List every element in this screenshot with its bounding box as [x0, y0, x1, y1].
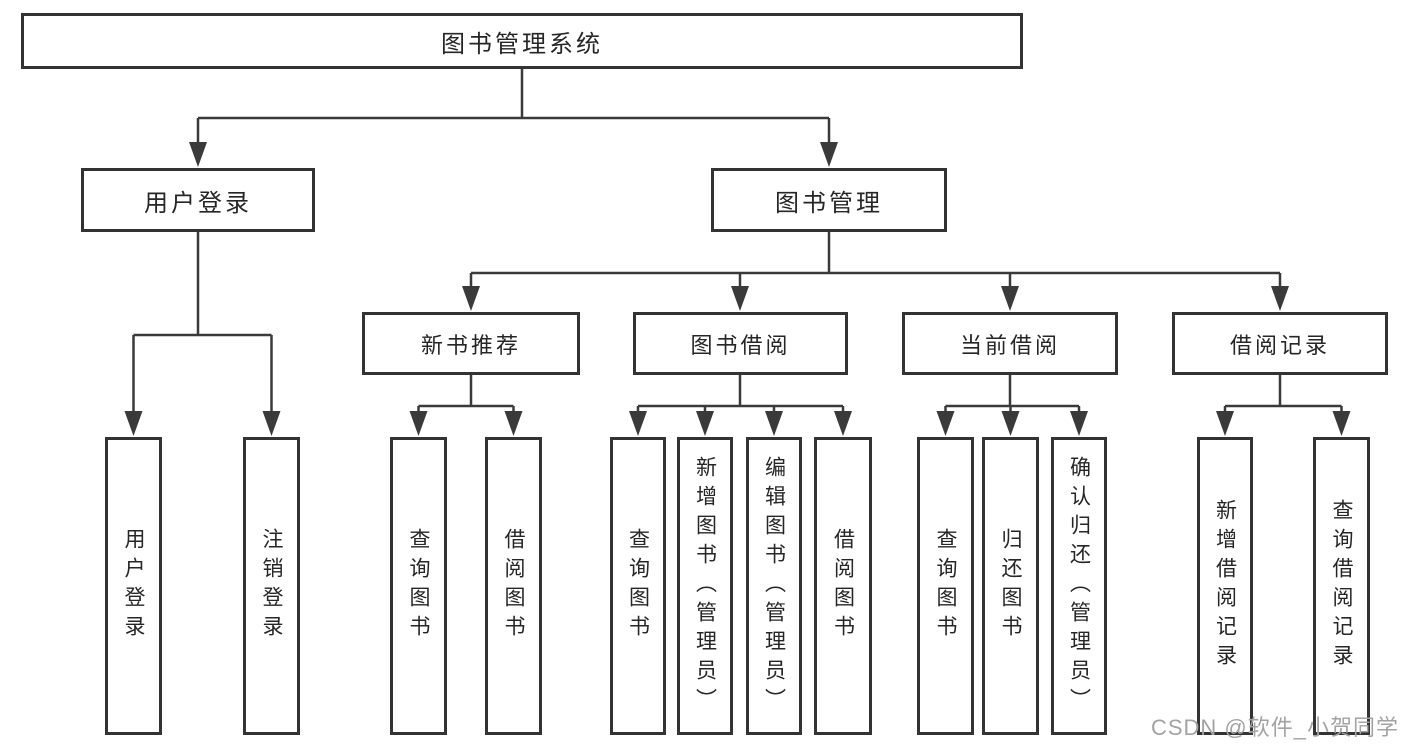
leaf-borrow-books-1: 借阅图书 — [485, 437, 542, 735]
node-root: 图书管理系统 — [21, 13, 1023, 69]
node-book-borrowing-label: 图书借阅 — [690, 332, 791, 358]
arrow-down-icon — [834, 411, 852, 436]
arrow-down-icon — [1216, 411, 1234, 436]
leaf-borrow-books-2-label: 借阅图书 — [831, 528, 855, 644]
arrow-down-icon — [629, 411, 647, 436]
arrow-down-icon — [1070, 411, 1088, 436]
node-user-login: 用户登录 — [81, 168, 315, 232]
leaf-return-book-label: 归还图书 — [999, 528, 1022, 644]
leaf-query-books-3: 查询图书 — [917, 437, 974, 735]
leaf-query-books-2-label: 查询图书 — [626, 528, 650, 644]
leaf-add-borrow-record: 新增借阅记录 — [1197, 437, 1253, 735]
node-current-borrowing: 当前借阅 — [902, 312, 1118, 375]
connector-book-management-children — [469, 232, 1282, 287]
node-book-management-label: 图书管理 — [775, 189, 883, 217]
connector-root-to-level2 — [196, 69, 831, 143]
leaf-add-book-admin-label: 新增图书（管理员） — [693, 455, 717, 717]
arrow-down-icon — [1001, 286, 1019, 311]
arrow-down-icon — [504, 411, 523, 436]
arrow-down-icon — [189, 142, 207, 167]
arrow-down-icon — [462, 286, 480, 311]
node-borrowing-records-label: 借阅记录 — [1229, 332, 1330, 358]
leaf-add-borrow-record-label: 新增借阅记录 — [1213, 499, 1237, 673]
leaf-confirm-return-admin-label: 确认归还（管理员） — [1067, 455, 1091, 717]
leaf-query-books-2: 查询图书 — [610, 437, 666, 735]
node-user-login-label: 用户登录 — [144, 189, 252, 217]
watermark-text: CSDN @软件_小贺同学 — [1150, 715, 1399, 740]
arrow-down-icon — [731, 286, 749, 311]
leaf-borrow-books-1-label: 借阅图书 — [502, 528, 525, 644]
leaf-confirm-return-admin: 确认归还（管理员） — [1051, 437, 1107, 735]
leaf-query-borrow-record: 查询借阅记录 — [1313, 437, 1370, 735]
arrow-down-icon — [1271, 286, 1289, 311]
leaf-borrow-books-2: 借阅图书 — [814, 437, 872, 735]
arrow-down-icon — [262, 411, 281, 436]
leaf-logout-label: 注销登录 — [260, 528, 283, 644]
arrow-down-icon — [1001, 411, 1020, 436]
arrow-down-icon — [124, 411, 143, 436]
leaf-user-login: 用户登录 — [105, 437, 162, 735]
connector-user-login-children — [132, 232, 273, 412]
leaf-logout: 注销登录 — [243, 437, 300, 735]
leaf-edit-book-admin: 编辑图书（管理员） — [746, 437, 802, 735]
node-borrowing-records: 借阅记录 — [1172, 312, 1388, 375]
connector-new-book-recommend-children — [417, 375, 515, 412]
arrow-down-icon — [409, 411, 428, 436]
node-current-borrowing-label: 当前借阅 — [959, 332, 1060, 358]
connector-book-borrowing-children — [636, 375, 845, 412]
connector-borrowing-records-children — [1223, 375, 1343, 412]
leaf-return-book: 归还图书 — [982, 437, 1039, 735]
node-book-borrowing: 图书借阅 — [633, 312, 848, 375]
arrowheads — [124, 142, 1351, 436]
arrow-down-icon — [820, 142, 838, 167]
arrow-down-icon — [936, 411, 955, 436]
connector-current-borrowing-children — [944, 375, 1081, 412]
connector-paths — [132, 69, 1343, 412]
leaf-user-login-label: 用户登录 — [122, 528, 145, 644]
arrow-down-icon — [765, 411, 783, 436]
leaf-edit-book-admin-label: 编辑图书（管理员） — [762, 455, 786, 717]
node-book-management: 图书管理 — [711, 168, 947, 232]
node-root-label: 图书管理系统 — [441, 30, 603, 58]
node-new-book-recommend-label: 新书推荐 — [420, 332, 521, 358]
arrow-down-icon — [1332, 411, 1351, 436]
leaf-query-books-3-label: 查询图书 — [934, 528, 957, 644]
leaf-query-books-1: 查询图书 — [390, 437, 447, 735]
leaf-add-book-admin: 新增图书（管理员） — [677, 437, 733, 735]
leaf-query-books-1-label: 查询图书 — [407, 528, 430, 644]
arrow-down-icon — [696, 411, 714, 436]
leaf-query-borrow-record-label: 查询借阅记录 — [1330, 499, 1353, 673]
node-new-book-recommend: 新书推荐 — [362, 312, 580, 375]
